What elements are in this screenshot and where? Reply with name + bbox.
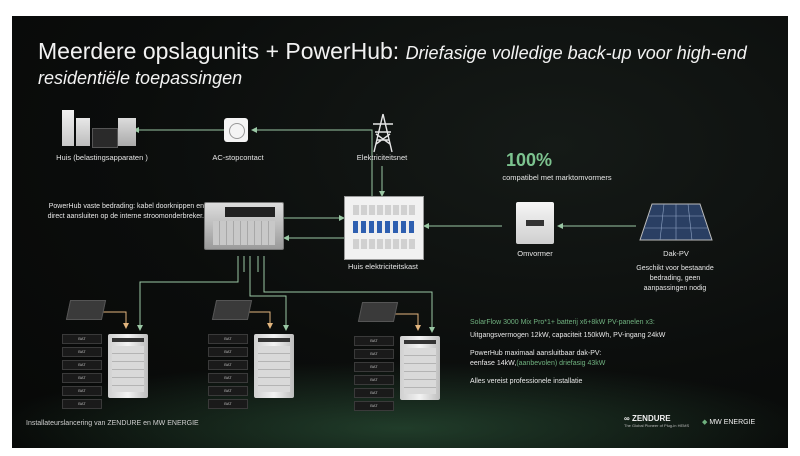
slide-title: Meerdere opslagunits + PowerHub: Driefas… [38,38,747,64]
pv-description: Geschikt voor bestaande bedrading, geen … [636,265,714,292]
connection-lines [102,127,636,333]
ac-socket-label: AC-stopcontact [212,153,264,162]
tilted-panel-1 [65,300,107,320]
solarflow-cabinet-3 [400,336,440,400]
pv-label: Dak-PV [663,249,689,258]
solar-panel-icon [639,203,713,241]
compat-percentage: 100% [506,150,553,170]
mw-energie-logo: ◆ MW ENERGIE [702,419,756,426]
inverter-device [516,202,554,244]
pylon-icon [373,113,393,153]
mw-logo-icon: ◆ [702,419,710,426]
solarflow-cabinet-1 [108,334,148,398]
panel-label: Huis elektriciteitskast [347,262,419,271]
slide: Meerdere opslagunits + PowerHub: Driefas… [12,16,788,448]
footer-text: Installateurslancering van ZENDURE en MW… [26,420,199,427]
electrical-panel [344,196,424,260]
slide-title-line2: residentiële toepassingen [38,68,243,88]
house-label: Huis (belastingsapparaten ) [56,153,148,162]
inverter-label: Omvormer [517,249,553,258]
tilted-panel-2 [211,300,253,320]
zendure-logo-icon: ∞ [624,414,632,423]
ac-socket-icon [224,118,248,142]
solarflow-cabinet-2 [254,334,294,398]
zendure-logo: ∞ ZENDURE The Global Pioneer of Plug-in … [624,414,690,428]
house-appliances [62,108,136,148]
system-specs: SolarFlow 3000 Mix Pro*1+ batterij x6+8k… [470,319,666,385]
compat-text: compatibel met marktomvormers [502,173,612,182]
tilted-panel-3 [357,302,399,322]
grid-label: Elektriciteitsnet [356,153,408,162]
powerhub-description: PowerHub vaste bedrading: kabel doorknip… [47,203,204,220]
powerhub-device [204,202,284,250]
